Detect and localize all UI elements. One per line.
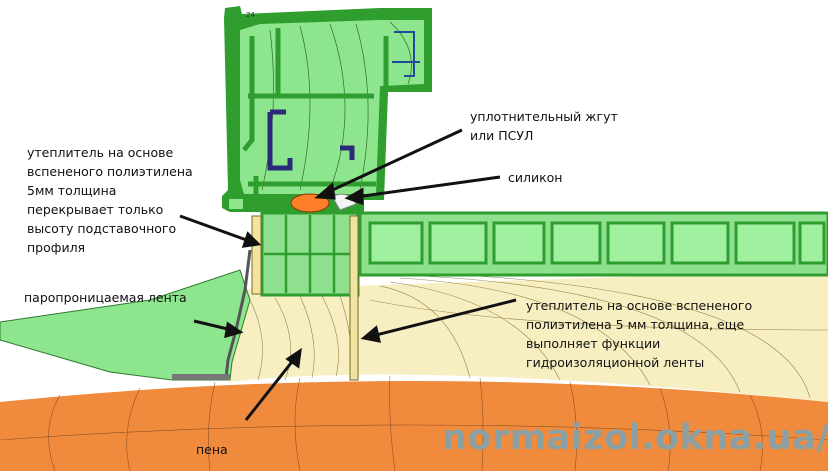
foam-area xyxy=(230,270,828,402)
insulation-short-label-line: 5мм толщина xyxy=(27,183,117,198)
glazing-bead xyxy=(392,31,420,77)
long-insulation-strip xyxy=(349,215,359,381)
insulation-long-label: утеплитель на основе вспененого полиэтил… xyxy=(526,296,752,372)
outer-slope-area xyxy=(0,269,251,381)
callout-arrows xyxy=(179,128,517,421)
foam-label: пена xyxy=(196,442,228,457)
insulation-long-label-line: выполняет функции xyxy=(526,336,661,351)
insulation-short-label-line: профиля xyxy=(27,240,86,255)
frame-bottom-lip xyxy=(227,197,245,211)
insulation-short-label-line: утеплитель на основе xyxy=(27,145,174,160)
sill-edge-plate xyxy=(172,374,230,380)
seal-cord-label-line: или ПСУЛ xyxy=(470,128,534,143)
window-frame-inner xyxy=(240,20,424,194)
foam-isolines xyxy=(249,273,828,399)
frame-chamber-walls xyxy=(242,28,389,194)
temperature-label-top: 24 xyxy=(246,11,255,19)
watermark-url: normaizol.okna.ua/ xyxy=(442,418,828,458)
short-insulation-strip xyxy=(251,215,262,295)
seal-cord-label: уплотнительный жгут или ПСУЛ xyxy=(470,107,618,145)
silicone-label: силикон xyxy=(508,170,563,185)
insulation-long-label-line: гидроизоляционной ленты xyxy=(526,355,705,370)
insulation-short-label-line: высоту подставочного xyxy=(27,221,177,236)
insulation-short-label-line: перекрывает только xyxy=(27,202,164,217)
stand-profile-chambers xyxy=(264,215,356,293)
vapor-tape-label: паропроницаемая лента xyxy=(24,290,187,305)
insulation-long-label-line: утеплитель на основе вспененого xyxy=(526,298,753,313)
gasket-seal xyxy=(267,109,355,171)
wall-isolines xyxy=(0,375,828,471)
wall-orange-area xyxy=(0,381,828,471)
window-sill-chambers xyxy=(368,221,826,265)
insulation-long-label-line: полиэтилена 5 мм толщина, еще xyxy=(526,317,745,332)
insulation-short-label-line: вспененого полиэтилена xyxy=(27,164,193,179)
insulation-short-label: утеплитель на основе вспененого полиэтил… xyxy=(27,143,193,257)
seal-cord-label-line: уплотнительный жгут xyxy=(470,109,618,124)
